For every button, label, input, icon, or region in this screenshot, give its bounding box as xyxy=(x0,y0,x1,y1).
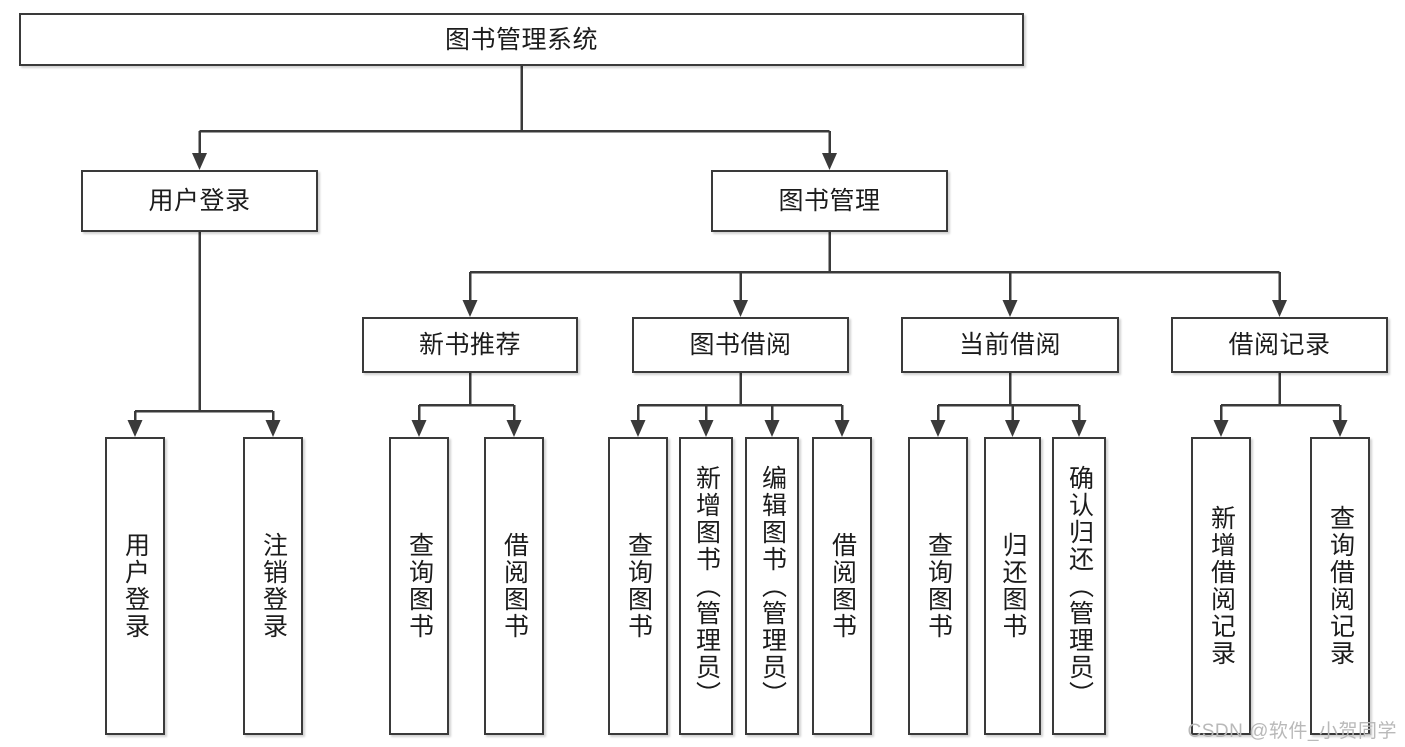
node-leaf-user-logout[interactable]: 注销登录 xyxy=(243,437,303,735)
node-new-book-recommend[interactable]: 新书推荐 xyxy=(362,317,578,373)
node-label: 用户登录 xyxy=(121,532,150,640)
node-leaf-query-record[interactable]: 查询借阅记录 xyxy=(1310,437,1370,735)
node-label: 编辑图书（管理员） xyxy=(758,464,787,708)
node-label: 用户登录 xyxy=(148,187,251,215)
node-leaf-user-login[interactable]: 用户登录 xyxy=(105,437,165,735)
node-label: 查询借阅记录 xyxy=(1326,505,1355,667)
node-label: 图书管理 xyxy=(778,187,881,215)
node-current-borrow[interactable]: 当前借阅 xyxy=(901,317,1119,373)
node-leaf-confirm-return[interactable]: 确认归还（管理员） xyxy=(1052,437,1106,735)
node-leaf-add-book[interactable]: 新增图书（管理员） xyxy=(679,437,733,735)
node-label: 图书借阅 xyxy=(689,331,792,359)
node-book-manage[interactable]: 图书管理 xyxy=(711,170,948,232)
node-label: 借阅记录 xyxy=(1228,331,1331,359)
node-leaf-borrow-book-1[interactable]: 借阅图书 xyxy=(484,437,544,735)
node-leaf-add-record[interactable]: 新增借阅记录 xyxy=(1191,437,1251,735)
node-user-login[interactable]: 用户登录 xyxy=(81,170,318,232)
node-label: 新书推荐 xyxy=(418,331,521,359)
node-label: 图书管理系统 xyxy=(444,25,598,54)
node-label: 借阅图书 xyxy=(500,532,529,640)
node-leaf-query-book-3[interactable]: 查询图书 xyxy=(908,437,968,735)
node-root[interactable]: 图书管理系统 xyxy=(19,13,1024,66)
node-label: 当前借阅 xyxy=(958,331,1061,359)
node-label: 查询图书 xyxy=(924,532,953,640)
node-label: 查询图书 xyxy=(405,532,434,640)
node-label: 借阅图书 xyxy=(828,532,857,640)
node-book-borrow[interactable]: 图书借阅 xyxy=(632,317,849,373)
node-borrow-record[interactable]: 借阅记录 xyxy=(1171,317,1388,373)
node-label: 查询图书 xyxy=(624,532,653,640)
node-label: 新增借阅记录 xyxy=(1207,505,1236,667)
node-label: 注销登录 xyxy=(259,532,288,640)
node-leaf-return-book[interactable]: 归还图书 xyxy=(984,437,1041,735)
watermark: CSDN @软件_小贺同学 xyxy=(1187,721,1397,742)
node-leaf-borrow-book-2[interactable]: 借阅图书 xyxy=(812,437,872,735)
node-label: 新增图书（管理员） xyxy=(692,464,721,708)
node-label: 确认归还（管理员） xyxy=(1065,464,1094,708)
node-leaf-query-book-2[interactable]: 查询图书 xyxy=(608,437,668,735)
node-label: 归还图书 xyxy=(999,532,1027,640)
node-leaf-query-book-1[interactable]: 查询图书 xyxy=(389,437,449,735)
node-leaf-edit-book[interactable]: 编辑图书（管理员） xyxy=(745,437,799,735)
